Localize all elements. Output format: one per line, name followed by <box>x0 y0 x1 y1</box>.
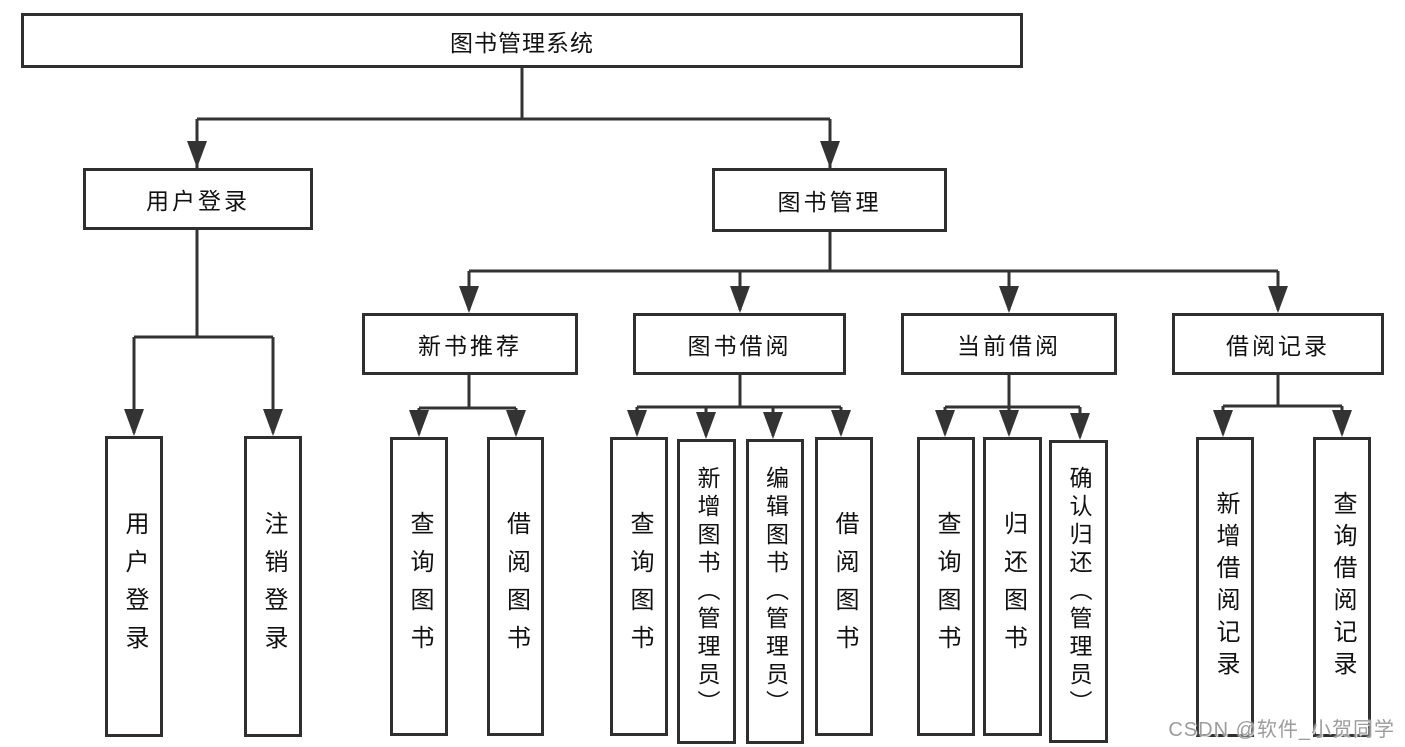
leaf-br-query-record: 查询借阅记录 <box>1313 437 1371 737</box>
leaf-logout: 注销登录 <box>244 436 302 737</box>
node-root-label: 图书管理系统 <box>450 29 594 56</box>
csdn-watermark: CSDN @软件_小贺同学 <box>1168 719 1395 741</box>
leaf-cb-confirm-return-admin-label: 确认归还（管理员） <box>1066 465 1092 718</box>
leaf-nb-query-books: 查询图书 <box>390 437 448 736</box>
node-current-borrow: 当前借阅 <box>901 313 1117 375</box>
leaf-bb-edit-books-admin-label: 编辑图书（管理员） <box>762 465 789 718</box>
leaf-logout-label: 注销登录 <box>260 510 287 663</box>
node-book-borrow: 图书借阅 <box>633 313 846 375</box>
leaf-br-query-record-label: 查询借阅记录 <box>1329 491 1356 683</box>
leaf-bb-borrow-books: 借阅图书 <box>815 437 873 736</box>
leaf-cb-query-books: 查询图书 <box>917 437 975 736</box>
node-new-book-rec: 新书推荐 <box>362 313 578 375</box>
leaf-nb-borrow-books: 借阅图书 <box>487 437 544 736</box>
leaf-user-login-label: 用户登录 <box>121 510 148 663</box>
leaf-cb-confirm-return-admin: 确认归还（管理员） <box>1049 440 1108 743</box>
leaf-br-add-record: 新增借阅记录 <box>1196 437 1254 737</box>
leaf-cb-query-books-label: 查询图书 <box>933 510 960 663</box>
leaf-bb-borrow-books-label: 借阅图书 <box>831 510 858 663</box>
node-user-login: 用户登录 <box>83 168 313 230</box>
node-current-borrow-label: 当前借阅 <box>957 333 1061 359</box>
node-borrow-records: 借阅记录 <box>1172 313 1384 375</box>
node-new-book-rec-label: 新书推荐 <box>418 333 522 359</box>
leaf-bb-query-books: 查询图书 <box>610 437 668 736</box>
leaf-user-login: 用户登录 <box>105 436 163 737</box>
leaf-bb-edit-books-admin: 编辑图书（管理员） <box>746 439 804 744</box>
node-book-borrow-label: 图书借阅 <box>687 333 792 359</box>
node-book-mgmt: 图书管理 <box>712 168 947 232</box>
leaf-br-add-record-label: 新增借阅记录 <box>1212 491 1239 683</box>
leaf-nb-query-books-label: 查询图书 <box>406 510 433 663</box>
leaf-bb-add-books-admin: 新增图书（管理员） <box>677 439 736 744</box>
leaf-cb-return-books: 归还图书 <box>983 437 1042 736</box>
leaf-nb-borrow-books-label: 借阅图书 <box>502 510 530 663</box>
leaf-bb-query-books-label: 查询图书 <box>626 510 653 663</box>
node-book-mgmt-label: 图书管理 <box>777 189 882 215</box>
node-borrow-records-label: 借阅记录 <box>1226 333 1330 359</box>
leaf-cb-return-books-label: 归还图书 <box>999 510 1027 663</box>
leaf-bb-add-books-admin-label: 新增图书（管理员） <box>694 465 720 718</box>
node-user-login-label: 用户登录 <box>146 188 250 214</box>
node-root: 图书管理系统 <box>21 13 1023 68</box>
